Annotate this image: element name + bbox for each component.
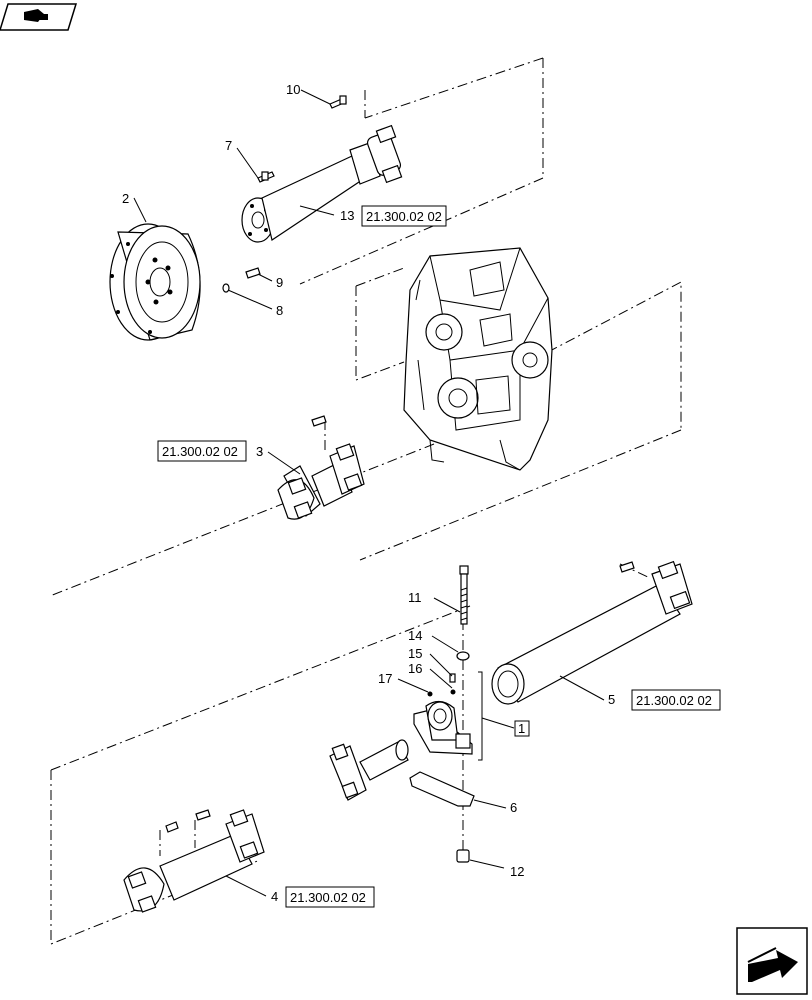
callout-13: 13 [340, 208, 354, 223]
svg-text:21.300.02 02: 21.300.02 02 [366, 209, 442, 224]
reference-link-5[interactable]: 21.300.02 02 [631, 689, 721, 711]
callout-1: 1 [518, 721, 525, 736]
part-14-washer [456, 651, 470, 661]
reference-link-4[interactable]: 21.300.02 02 [285, 886, 375, 908]
part-9-bolt [245, 267, 261, 279]
svg-text:21.300.02 02: 21.300.02 02 [162, 444, 238, 459]
callout-10: 10 [286, 82, 300, 97]
assembly-center-lines [49, 57, 682, 945]
part-12-nut [456, 849, 470, 863]
callout-3: 3 [256, 444, 263, 459]
part-5-tube-shaft [491, 560, 693, 705]
book-page-icon[interactable] [0, 3, 78, 31]
transmission-gearbox-housing [403, 247, 553, 471]
part-17-grease-nipple [427, 691, 433, 697]
part-4-drive-shaft [123, 809, 265, 913]
callout-9: 9 [276, 275, 283, 290]
callout-6: 6 [510, 800, 517, 815]
part-7-bolt [257, 171, 275, 183]
callout-1-box: 1 [514, 720, 530, 737]
part-8-washer [222, 283, 230, 293]
callout-11: 11 [408, 590, 422, 605]
callout-2: 2 [122, 191, 129, 206]
part-2-flange-plate [109, 223, 201, 341]
callout-16: 16 [408, 661, 422, 676]
callout-14: 14 [408, 628, 422, 643]
callout-8: 8 [276, 303, 283, 318]
leader-lines [133, 89, 605, 897]
callout-labels: 10 7 2 13 9 8 3 11 14 15 16 17 5 6 12 4 [122, 82, 615, 904]
callout-7: 7 [225, 138, 232, 153]
part-15-fitting [449, 673, 456, 683]
part-16-fitting [450, 689, 456, 695]
callout-12: 12 [510, 864, 524, 879]
callout-15: 15 [408, 646, 422, 661]
part-13-upper-drive-shaft [241, 124, 403, 243]
part-3-drive-shaft [277, 415, 365, 520]
next-page-arrow-icon[interactable] [736, 927, 808, 995]
callout-5: 5 [608, 692, 615, 707]
reference-link-3[interactable]: 21.300.02 02 [157, 440, 247, 462]
callout-17: 17 [378, 671, 392, 686]
svg-text:21.300.02 02: 21.300.02 02 [636, 693, 712, 708]
reference-link-13[interactable]: 21.300.02 02 [361, 205, 447, 227]
svg-text:21.300.02 02: 21.300.02 02 [290, 890, 366, 905]
part-6-mounting-plate [409, 771, 475, 807]
part-10-bolt [329, 95, 347, 109]
callout-4: 4 [271, 889, 278, 904]
stub-shaft-yoke [329, 739, 409, 801]
part-11-long-bolt [459, 565, 469, 625]
part-1-bearing-block [413, 700, 473, 755]
